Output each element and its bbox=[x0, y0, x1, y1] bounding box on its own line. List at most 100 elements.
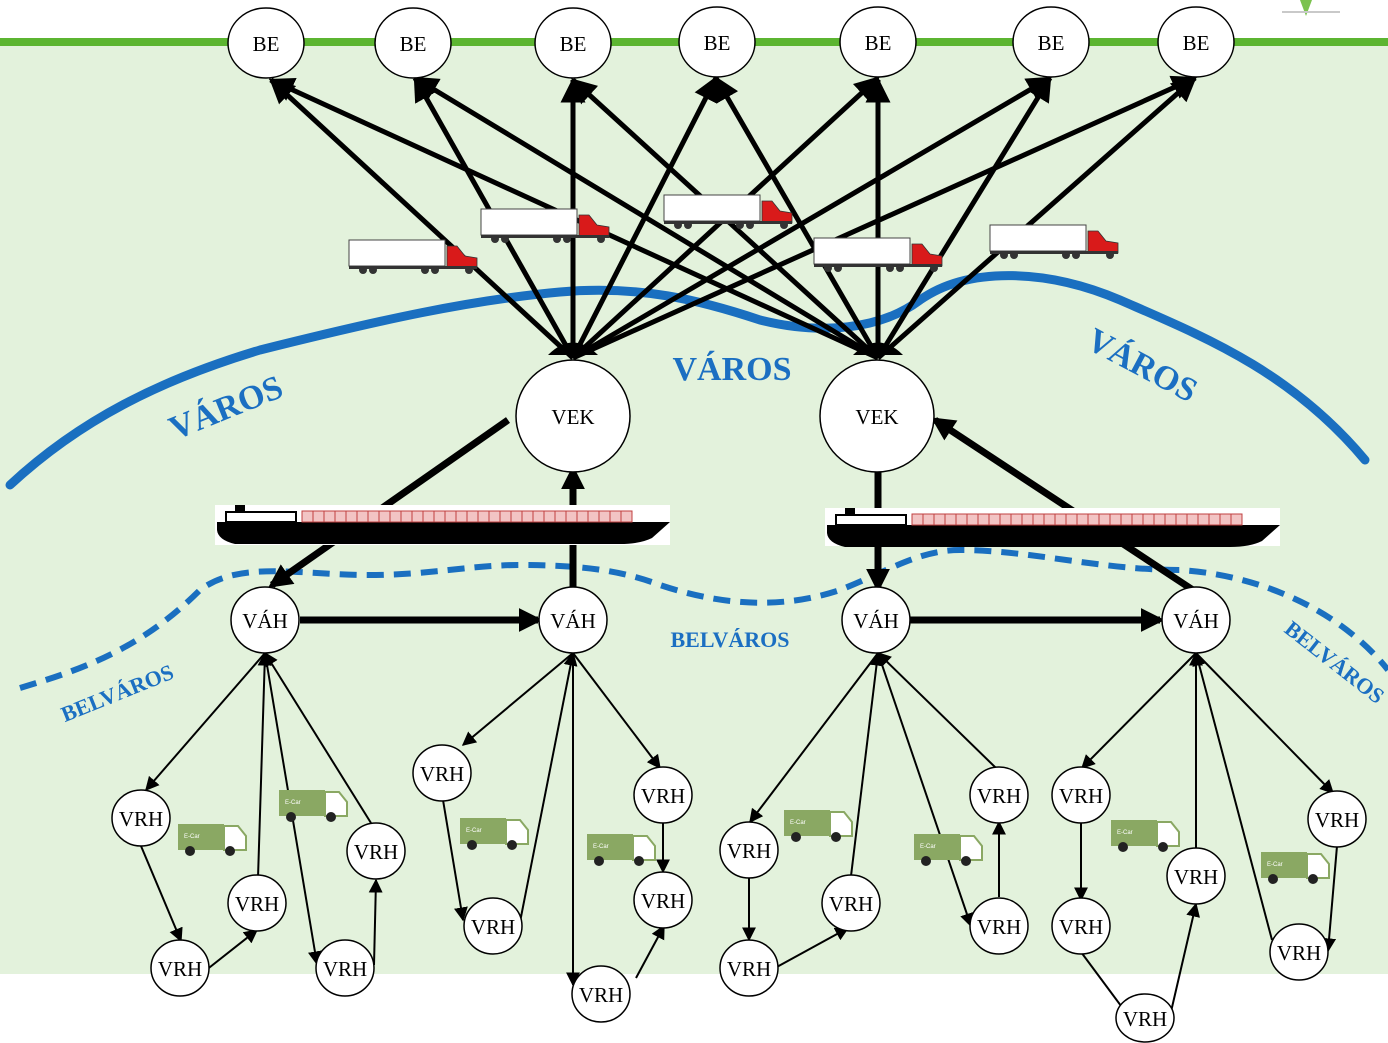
be-node: BE bbox=[678, 6, 756, 78]
vah-node: VÁH bbox=[1161, 586, 1231, 654]
barge-edges bbox=[268, 417, 1198, 632]
e-car-label: E-Car bbox=[593, 844, 609, 850]
e-car-icon: E-Car bbox=[784, 810, 853, 842]
e-car-icon: E-Car bbox=[460, 818, 529, 850]
e-car-label: E-Car bbox=[466, 828, 482, 834]
e-car-icon: E-Car bbox=[1111, 820, 1180, 852]
vrh-node: VRH bbox=[1115, 993, 1175, 1043]
vrh-node: VRH bbox=[1051, 766, 1111, 824]
vrh-node: VRH bbox=[1307, 790, 1367, 848]
vrh-nodes: VRH VRH VRH VRH VRH VRH VRH VRH VRH VRH … bbox=[111, 744, 1367, 1043]
vrh-node: VRH bbox=[346, 822, 406, 880]
vrh-node-label: VRH bbox=[641, 784, 685, 808]
vrh-node-label: VRH bbox=[354, 840, 398, 864]
vrh-node: VRH bbox=[412, 744, 472, 802]
corner-logo bbox=[1282, 0, 1340, 16]
vrh-node: VRH bbox=[227, 874, 287, 932]
vrh-node: VRH bbox=[821, 874, 881, 932]
e-car-label: E-Car bbox=[1117, 830, 1133, 836]
vrh-node-label: VRH bbox=[977, 784, 1021, 808]
e-car-icon: E-Car bbox=[279, 790, 348, 822]
vrh-node-label: VRH bbox=[235, 892, 279, 916]
vrh-node-label: VRH bbox=[1315, 808, 1359, 832]
vrh-node-label: VRH bbox=[471, 915, 515, 939]
barge-right bbox=[825, 508, 1280, 547]
be-node: BE bbox=[1157, 6, 1235, 78]
vrh-node-label: VRH bbox=[1174, 865, 1218, 889]
be-node-label: BE bbox=[1183, 31, 1210, 55]
truck-icon bbox=[813, 237, 943, 272]
barge-left bbox=[215, 505, 670, 545]
vrh-node-label: VRH bbox=[727, 839, 771, 863]
vrh-node-label: VRH bbox=[1123, 1007, 1167, 1031]
e-cars: E-Car E-Car E-Car E-Car E-Car bbox=[178, 790, 1330, 884]
vrh-node: VRH bbox=[111, 789, 171, 847]
be-node-label: BE bbox=[1038, 31, 1065, 55]
vah-node: VÁH bbox=[230, 586, 300, 654]
vah-node-label: VÁH bbox=[853, 609, 899, 633]
city-boundary-river bbox=[5, 271, 1370, 490]
vrh-node: VRH bbox=[969, 766, 1029, 824]
e-car-icon: E-Car bbox=[587, 834, 656, 866]
e-car-label: E-Car bbox=[285, 800, 301, 806]
truck-icon bbox=[348, 239, 478, 274]
vrh-node-label: VRH bbox=[323, 957, 367, 981]
vek-node: VEK bbox=[819, 359, 935, 473]
vrh-node-label: VRH bbox=[727, 957, 771, 981]
vah-node-label: VÁH bbox=[242, 609, 288, 633]
truck-icon bbox=[480, 208, 610, 243]
vrh-node: VRH bbox=[1166, 847, 1226, 905]
vek-nodes: VEK VEK bbox=[515, 359, 935, 473]
be-node: BE bbox=[839, 6, 917, 78]
e-car-icon: E-Car bbox=[178, 824, 247, 856]
vrh-node-label: VRH bbox=[420, 762, 464, 786]
e-car-label: E-Car bbox=[790, 820, 806, 826]
vrh-node: VRH bbox=[633, 871, 693, 929]
e-car-label: E-Car bbox=[184, 834, 200, 840]
downtown-boundary bbox=[19, 546, 1388, 691]
be-node-label: BE bbox=[865, 31, 892, 55]
vrh-node-label: VRH bbox=[641, 889, 685, 913]
vrh-node: VRH bbox=[719, 821, 779, 879]
vrh-node: VRH bbox=[571, 965, 631, 1023]
vek-node: VEK bbox=[515, 359, 631, 473]
vrh-node-label: VRH bbox=[829, 892, 873, 916]
be-node: BE bbox=[534, 7, 612, 79]
truck-icon bbox=[663, 194, 793, 229]
be-node-label: BE bbox=[253, 32, 280, 56]
vrh-node-label: VRH bbox=[119, 807, 163, 831]
e-car-label: E-Car bbox=[1267, 862, 1283, 868]
vrh-node-label: VRH bbox=[1059, 915, 1103, 939]
vrh-node: VRH bbox=[1051, 897, 1111, 955]
trucks bbox=[348, 194, 1119, 274]
be-node: BE bbox=[374, 7, 452, 79]
e-car-icon: E-Car bbox=[1261, 852, 1330, 884]
vek-node-label: VEK bbox=[855, 405, 898, 429]
vah-nodes: VÁH VÁH VÁH VÁH bbox=[230, 586, 1231, 654]
vrh-node: VRH bbox=[1269, 923, 1329, 981]
be-node-label: BE bbox=[400, 32, 427, 56]
vrh-node-label: VRH bbox=[579, 983, 623, 1007]
local-delivery-edges bbox=[140, 651, 1338, 1020]
e-car-icon: E-Car bbox=[914, 834, 983, 866]
vrh-node-label: VRH bbox=[977, 915, 1021, 939]
e-car-label: E-Car bbox=[920, 844, 936, 850]
be-node: BE bbox=[1012, 6, 1090, 78]
be-node-label: BE bbox=[560, 32, 587, 56]
edge-origin-caps bbox=[548, 342, 903, 355]
vrh-node: VRH bbox=[463, 897, 523, 955]
vrh-node: VRH bbox=[315, 939, 375, 997]
truck-icon bbox=[989, 224, 1119, 259]
vrh-node-label: VRH bbox=[158, 957, 202, 981]
vah-node: VÁH bbox=[538, 586, 608, 654]
vrh-node: VRH bbox=[969, 897, 1029, 955]
vrh-node-label: VRH bbox=[1277, 941, 1321, 965]
vah-node-label: VÁH bbox=[1173, 609, 1219, 633]
downtown-label: BELVÁROS bbox=[670, 627, 789, 652]
vek-node-label: VEK bbox=[551, 405, 594, 429]
vah-node-label: VÁH bbox=[550, 609, 596, 633]
vrh-node: VRH bbox=[150, 939, 210, 997]
be-node-label: BE bbox=[704, 31, 731, 55]
vah-node: VÁH bbox=[841, 586, 911, 654]
